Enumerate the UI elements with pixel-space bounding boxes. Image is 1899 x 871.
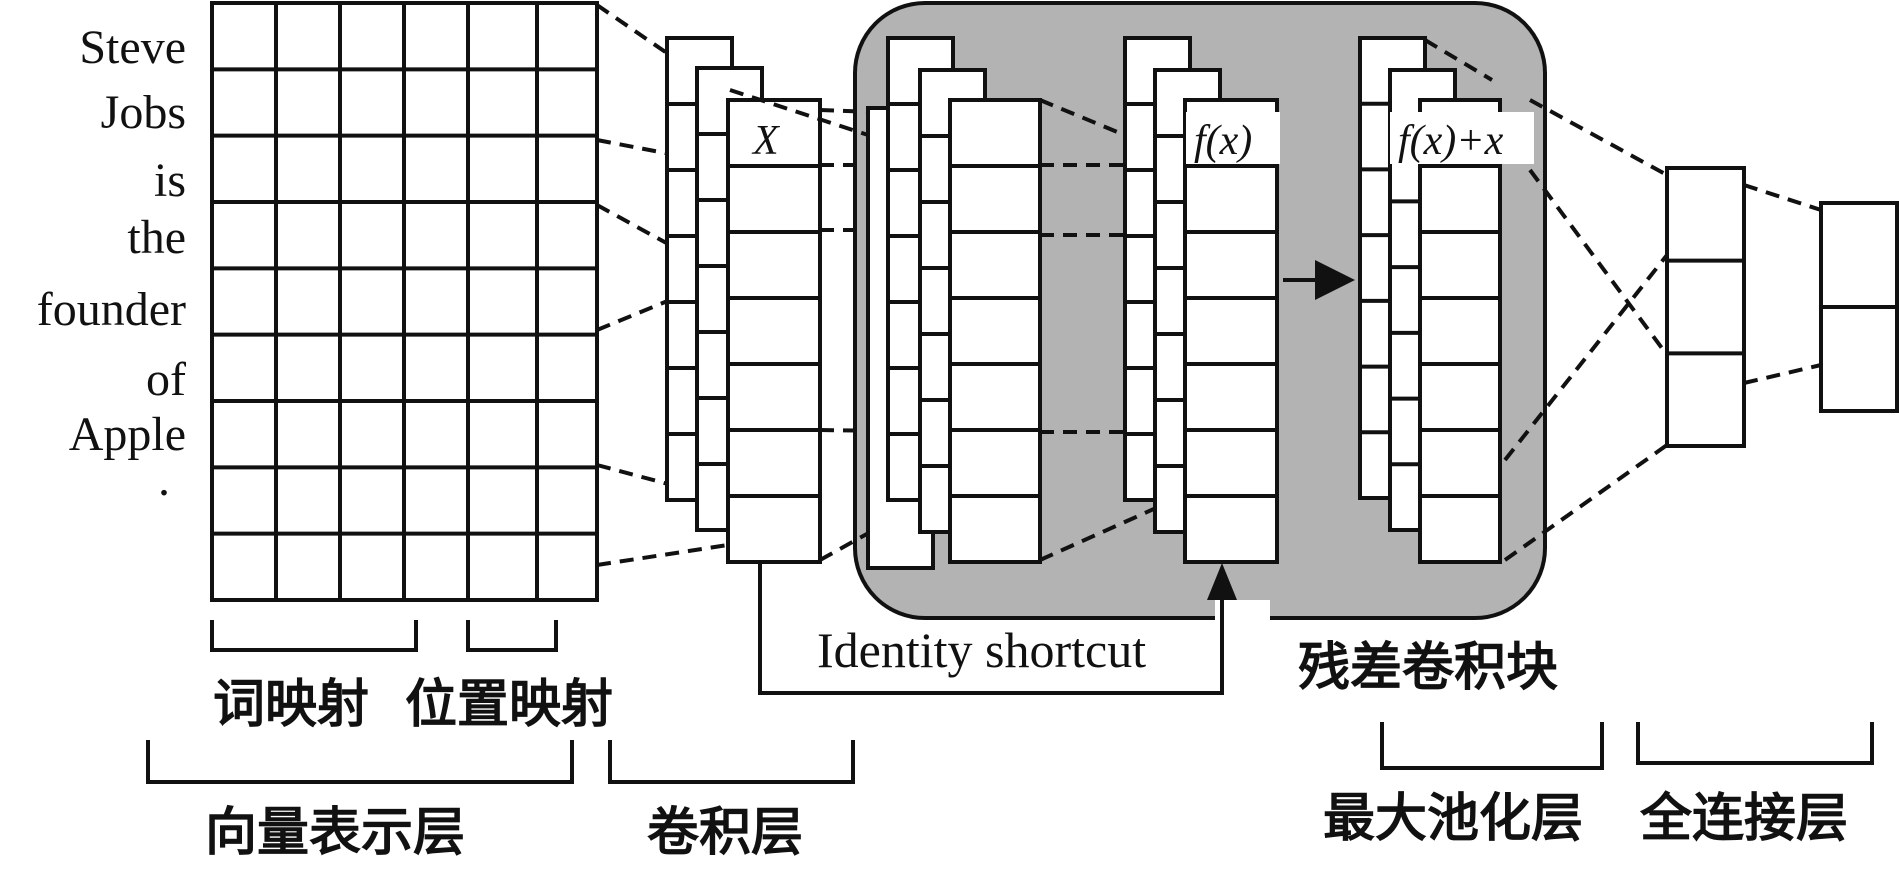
fx-plus-x-label: f(x)+x	[1398, 118, 1504, 164]
brackets	[146, 620, 1874, 784]
input-sentence: Steve Jobs is the founder of Apple .	[37, 21, 186, 506]
input-word: Steve	[79, 21, 186, 74]
residual-to-pooling-connections	[1423, 38, 1669, 562]
fully-connected-column	[1819, 201, 1899, 413]
position-embedding-label: 位置映射	[405, 676, 613, 734]
identity-shortcut-label: Identity shortcut	[817, 622, 1146, 678]
conv-layer-label: 卷积层	[647, 804, 803, 862]
residual-block-label: 残差卷积块	[1298, 639, 1558, 697]
input-word: Apple	[69, 408, 186, 461]
word-embedding-label: 词映射	[213, 676, 369, 734]
input-word: is	[154, 154, 186, 207]
identity-shortcut: Identity shortcut	[758, 563, 1270, 695]
input-word: founder	[37, 283, 186, 336]
fully-connected-label: 全连接层	[1639, 789, 1848, 848]
conv-map-front	[726, 98, 822, 564]
matrix-to-conv-connections	[595, 3, 730, 567]
max-pooling-label: 最大池化层	[1323, 790, 1583, 848]
res1-map-front	[948, 98, 1042, 564]
pooling-cells	[1665, 166, 1746, 448]
input-x-label: X	[751, 118, 781, 164]
embedding-matrix	[210, 1, 599, 602]
input-word: .	[158, 453, 170, 506]
conv-feature-maps	[665, 36, 822, 564]
pooling-to-fc-connections	[1743, 183, 1822, 385]
residual-conv-stack-2	[1123, 36, 1279, 564]
input-word: Jobs	[101, 86, 186, 139]
fx-label: f(x)	[1194, 118, 1252, 164]
res2-map-front	[1183, 98, 1279, 564]
input-word: of	[146, 353, 186, 406]
input-word: the	[127, 211, 186, 264]
residual-conv-stack-1	[866, 36, 1042, 570]
max-pooling-column	[1665, 166, 1746, 448]
res3-map-front	[1418, 98, 1502, 564]
vector-layer-label: 向量表示层	[205, 804, 465, 862]
